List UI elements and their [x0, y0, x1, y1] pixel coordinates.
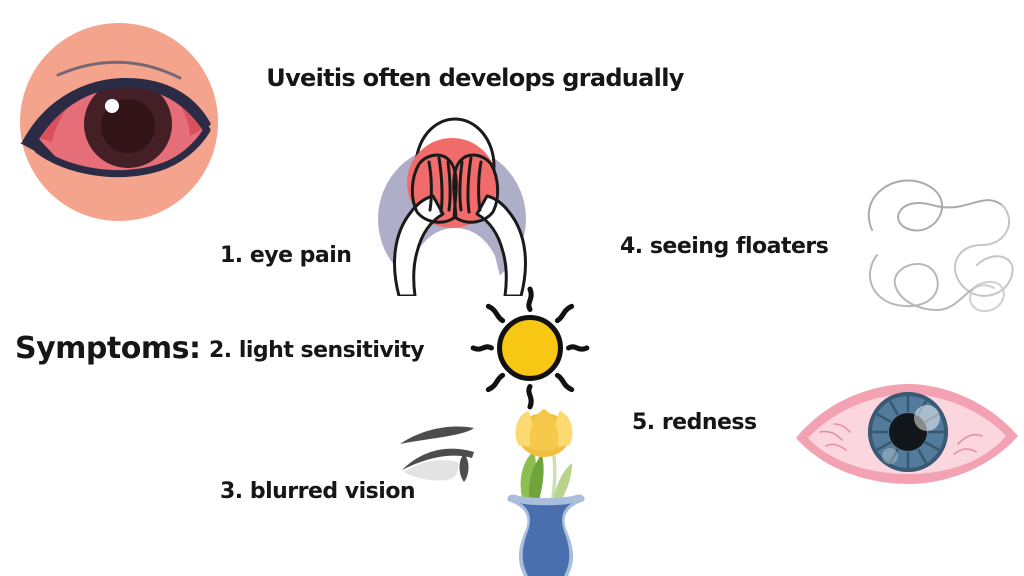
inflamed-red-eye-illustration	[20, 23, 218, 221]
sun-icon	[470, 286, 590, 410]
floaters-squiggle-icon	[867, 179, 1014, 313]
symptom-label-blurred-vision: 3. blurred vision	[220, 479, 416, 504]
bloodshot-eye-icon	[796, 384, 1018, 484]
symptom-label-seeing-floaters: 4. seeing floaters	[620, 234, 829, 259]
symptom-label-light-sensitivity: 2. light sensitivity	[209, 338, 425, 363]
symptom-label-eye-pain: 1. eye pain	[220, 243, 352, 268]
symptoms-heading: Symptoms:	[15, 331, 201, 366]
person-covering-face-icon	[378, 117, 527, 296]
squinting-eye-icon	[400, 426, 474, 482]
symptom-label-redness: 5. redness	[632, 410, 757, 435]
tulip-vase-illustration	[507, 409, 585, 576]
infographic-title: Uveitis often develops gradually	[266, 64, 684, 92]
